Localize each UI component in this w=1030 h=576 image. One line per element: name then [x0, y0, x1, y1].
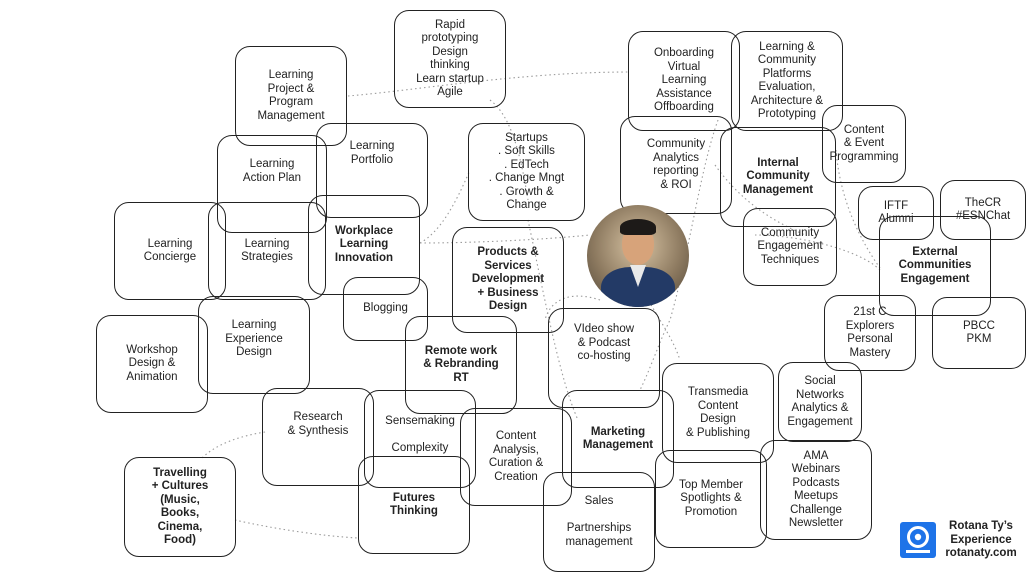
- node-pbcc-pkm: PBCC PKM: [932, 297, 1026, 369]
- node-thecr-esnchat: TheCR #ESNChat: [940, 180, 1026, 240]
- node-internal-community-management: Internal Community Management: [720, 127, 836, 227]
- node-onboarding: Onboarding Virtual Learning Assistance O…: [628, 31, 740, 131]
- node-futures-thinking: Futures Thinking: [358, 456, 470, 554]
- node-rapid-prototyping: Rapid prototyping Design thinking Learn …: [394, 10, 506, 108]
- node-travelling-cultures: Travelling + Cultures (Music, Books, Cin…: [124, 457, 236, 557]
- node-content-event-programming: Content & Event Programming: [822, 105, 906, 183]
- node-learning-action-plan: Learning Action Plan: [217, 135, 327, 233]
- node-products-services: Products & Services Development + Busine…: [452, 227, 564, 333]
- node-learning-concierge: Learning Concierge: [114, 202, 226, 300]
- node-blogging: Blogging: [343, 277, 428, 341]
- portrait-photo: [587, 205, 689, 307]
- node-social-networks-analytics: Social Networks Analytics & Engagement: [778, 362, 862, 442]
- node-learning-experience-design: Learning Experience Design: [198, 296, 310, 394]
- brand-block: Rotana Ty’s Experience rotanaty.com: [900, 520, 1026, 564]
- node-workplace-learning-innovation: Workplace Learning Innovation: [308, 195, 420, 295]
- node-remote-work: Remote work & Rebranding RT: [405, 316, 517, 414]
- node-community-engagement-techniques: Community Engagement Techniques: [743, 208, 837, 286]
- node-marketing-management: Marketing Management: [562, 390, 674, 488]
- node-content-analysis: Content Analysis, Curation & Creation: [460, 408, 572, 506]
- node-sensemaking: Sensemaking Complexity: [364, 390, 476, 488]
- node-sales-partnerships: Sales Partnerships management: [543, 472, 655, 572]
- webcam-icon: [900, 522, 936, 558]
- node-workshop-design: Workshop Design & Animation: [96, 315, 208, 413]
- node-transmedia: Transmedia Content Design & Publishing: [662, 363, 774, 463]
- node-21st-c-explorers: 21st C Explorers Personal Mastery: [824, 295, 916, 371]
- node-learning-strategies: Learning Strategies: [208, 202, 326, 300]
- node-learning-community-platforms: Learning & Community Platforms Evaluatio…: [731, 31, 843, 131]
- node-ama-webinars: AMA Webinars Podcasts Meetups Challenge …: [760, 440, 872, 540]
- brand-site[interactable]: rotanaty.com: [945, 547, 1017, 559]
- node-external-communities-engagement: External Communities Engagement: [879, 216, 991, 316]
- node-startups: Startups . Soft Skills . EdTech . Change…: [468, 123, 585, 221]
- node-learning-project-management: Learning Project & Program Management: [235, 46, 347, 146]
- node-community-analytics: Community Analytics reporting & ROI: [620, 116, 732, 214]
- brand-text: Rotana Ty’s Experience rotanaty.com: [940, 520, 1022, 561]
- node-video-show: VIdeo show & Podcast co-hosting: [548, 308, 660, 408]
- node-top-member-spotlights: Top Member Spotlights & Promotion: [655, 450, 767, 548]
- portrait-hair: [620, 219, 656, 235]
- node-learning-portfolio: Learning Portfolio: [316, 123, 428, 218]
- brand-name: Rotana Ty’s Experience: [949, 520, 1013, 546]
- node-research-synthesis: Research & Synthesis: [262, 388, 374, 486]
